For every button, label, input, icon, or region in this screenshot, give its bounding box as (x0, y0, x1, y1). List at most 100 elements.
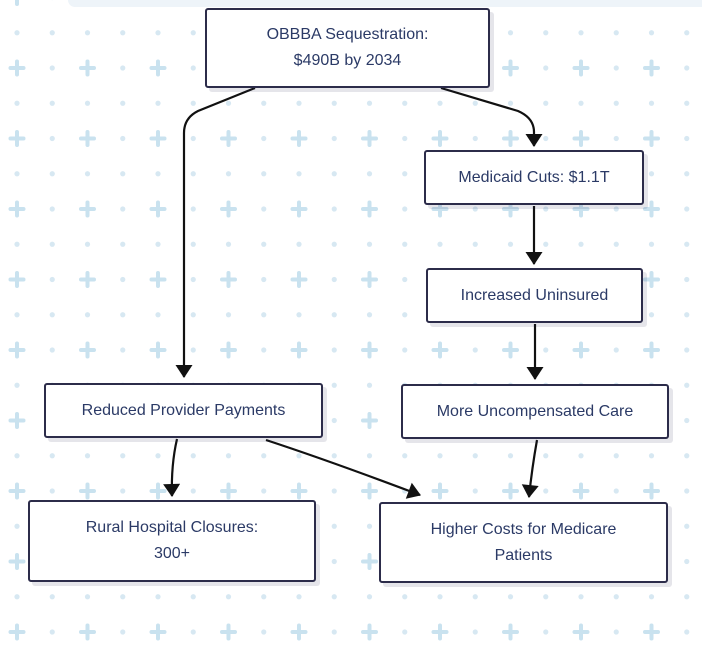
dot-glyph (49, 629, 55, 635)
dot-glyph (49, 171, 55, 177)
plus-glyph (220, 200, 237, 218)
dot-glyph (331, 629, 337, 635)
plus-glyph (8, 341, 26, 359)
dot-glyph (14, 30, 20, 36)
dot-glyph (84, 241, 91, 247)
plus-glyph (149, 271, 167, 288)
dot-glyph (648, 30, 655, 36)
dot-glyph (84, 30, 91, 36)
plus-glyph (502, 130, 519, 147)
dot-glyph (402, 594, 408, 600)
dot-glyph (543, 135, 549, 142)
dot-glyph (613, 347, 619, 353)
plus-glyph (643, 200, 660, 218)
dot-glyph (507, 100, 514, 106)
dot-glyph (84, 312, 91, 318)
dot-glyph (331, 100, 337, 106)
dot-glyph (366, 382, 373, 388)
dot-glyph (14, 594, 20, 600)
dot-glyph (190, 347, 196, 353)
plus-glyph (361, 271, 378, 288)
dot-glyph (49, 594, 55, 600)
dot-glyph (261, 312, 267, 318)
plus-glyph (290, 271, 308, 288)
dot-glyph (190, 488, 196, 494)
dot-glyph (613, 488, 619, 494)
node-obbba-sequestration: OBBBA Sequestration: $490B by 2034 (205, 8, 490, 88)
plus-glyph (8, 59, 26, 77)
dot-glyph (648, 171, 655, 177)
dot-glyph (14, 312, 20, 318)
node-label: OBBBA Sequestration: $490B by 2034 (266, 26, 429, 69)
plus-glyph (502, 623, 519, 641)
dot-glyph (613, 135, 619, 142)
plus-glyph (572, 59, 590, 77)
plus-glyph (431, 482, 449, 500)
dot-glyph (155, 312, 161, 318)
dot-glyph (366, 171, 373, 177)
dot-glyph (613, 30, 619, 36)
dot-glyph (190, 453, 196, 459)
dot-glyph (366, 312, 373, 318)
node-higher-costs-medicare: Higher Costs for Medicare Patients (379, 502, 668, 583)
dot-glyph (366, 241, 373, 247)
dot-glyph (684, 488, 690, 494)
dot-glyph (543, 100, 549, 106)
dot-glyph (225, 241, 232, 247)
plus-glyph (643, 271, 660, 288)
dot-glyph (331, 347, 337, 353)
dot-glyph (331, 417, 337, 424)
dot-glyph (684, 135, 690, 142)
dot-glyph (190, 100, 196, 106)
dot-glyph (543, 629, 549, 635)
plus-glyph (361, 130, 378, 147)
dot-glyph (225, 594, 232, 600)
dot-glyph (437, 594, 443, 600)
dot-glyph (155, 594, 161, 600)
plus-glyph (431, 623, 449, 641)
plus-glyph (431, 341, 449, 359)
dot-glyph (472, 594, 478, 600)
dot-glyph (49, 312, 55, 318)
dot-glyph (684, 171, 690, 177)
dot-glyph (472, 241, 478, 247)
dot-glyph (296, 241, 302, 247)
dot-glyph (331, 312, 337, 318)
dot-glyph (402, 629, 408, 635)
dot-glyph (84, 453, 91, 459)
dot-glyph (684, 206, 690, 212)
dot-glyph (49, 488, 55, 494)
dot-glyph (684, 347, 690, 353)
dot-glyph (84, 100, 91, 106)
dot-glyph (402, 453, 408, 459)
dot-glyph (366, 100, 373, 106)
plus-glyph (79, 200, 96, 218)
dot-glyph (331, 206, 337, 212)
plus-glyph (79, 130, 96, 147)
plus-glyph (290, 341, 308, 359)
dot-glyph (296, 171, 302, 177)
dot-glyph (648, 100, 655, 106)
plus-glyph (8, 482, 26, 500)
dot-glyph (684, 558, 690, 565)
dot-glyph (49, 135, 55, 142)
dot-glyph (120, 312, 126, 318)
dot-glyph (648, 453, 655, 459)
dot-glyph (331, 382, 337, 388)
dot-glyph (190, 135, 196, 142)
dot-glyph (120, 241, 126, 247)
node-label: Higher Costs for Medicare Patients (430, 520, 617, 564)
dot-glyph (472, 100, 478, 106)
dot-glyph (613, 629, 619, 635)
node-label: Medicaid Cuts: $1.1T (458, 168, 610, 186)
dot-glyph (648, 241, 655, 247)
plus-glyph (290, 482, 308, 500)
plus-glyph (502, 482, 519, 500)
plus-glyph (220, 130, 237, 147)
dot-glyph (190, 30, 196, 36)
dot-glyph (684, 65, 690, 71)
dot-glyph (331, 523, 337, 529)
dot-glyph (190, 65, 196, 71)
dot-glyph (507, 453, 514, 459)
